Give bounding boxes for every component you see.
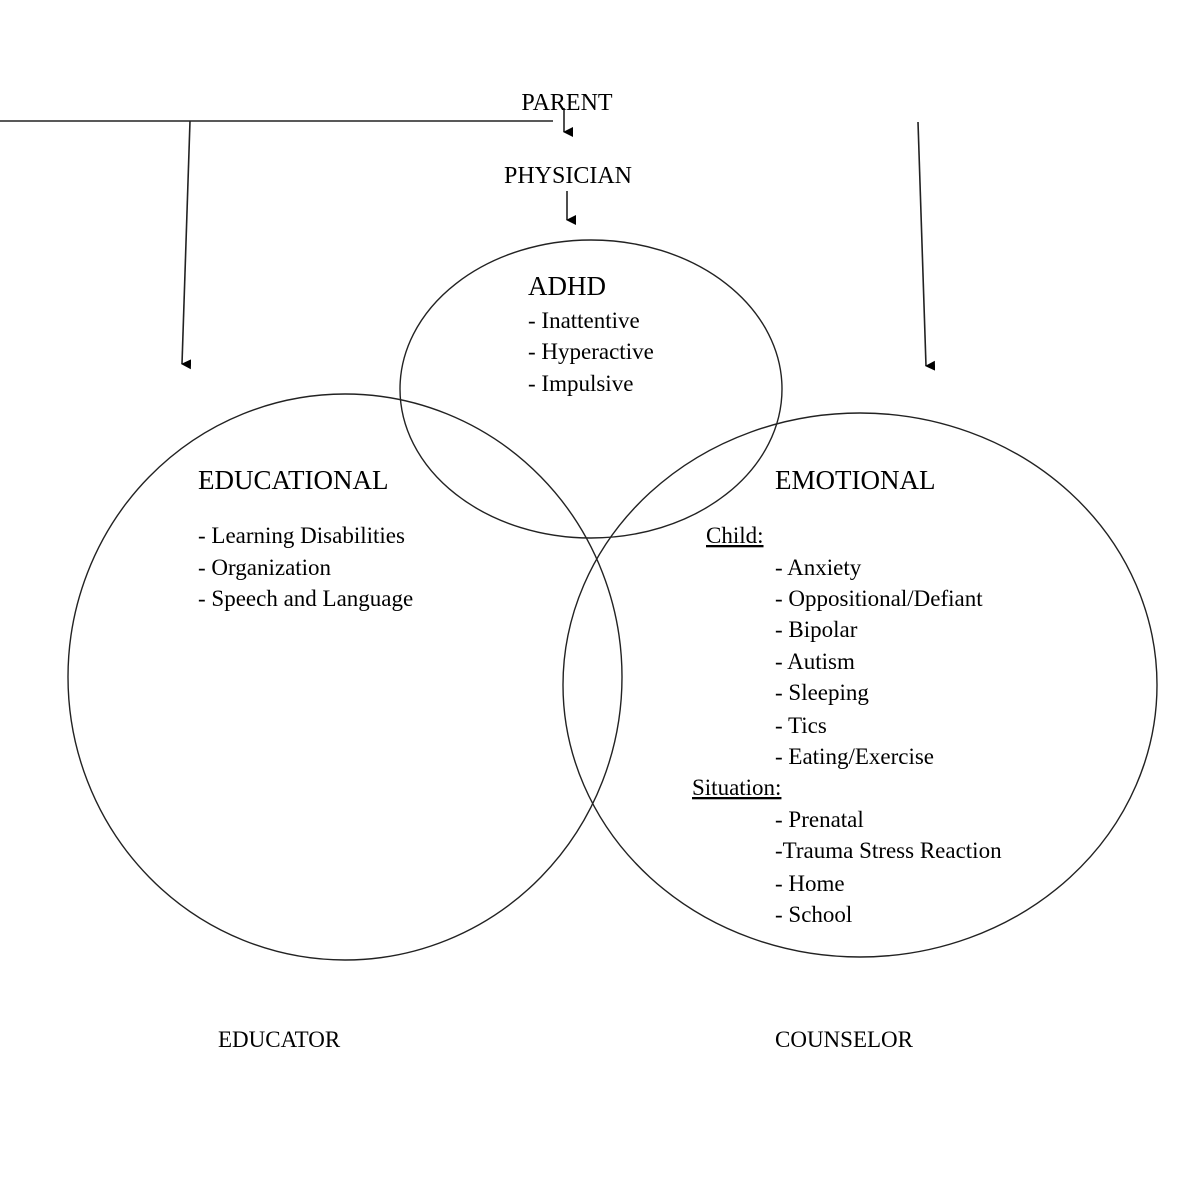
child-item: - Oppositional/Defiant <box>775 586 983 611</box>
educator-label: EDUCATOR <box>218 1027 341 1052</box>
arrow-to-educational <box>181 120 192 370</box>
emotional-circle <box>562 412 1158 958</box>
child-item: - Autism <box>775 649 855 674</box>
child-label: Child: <box>706 523 764 548</box>
situation-item: -Trauma Stress Reaction <box>775 838 1002 863</box>
child-item: - Anxiety <box>775 555 862 580</box>
adhd-item: - Inattentive <box>528 308 640 333</box>
child-item: - Bipolar <box>775 617 858 642</box>
parent-label: PARENT <box>521 90 612 116</box>
emotional-title: EMOTIONAL <box>775 465 935 495</box>
educational-item: - Speech and Language <box>198 586 413 611</box>
adhd-circle <box>399 239 783 539</box>
educational-circle <box>67 393 623 961</box>
child-item: - Eating/Exercise <box>775 744 934 769</box>
educational-item: - Organization <box>198 555 332 580</box>
situation-item: - Prenatal <box>775 807 864 832</box>
educational-title: EDUCATIONAL <box>198 465 388 495</box>
situation-item: - School <box>775 902 852 927</box>
educational-item: - Learning Disabilities <box>198 523 405 548</box>
counselor-label: COUNSELOR <box>775 1027 914 1052</box>
adhd-title: ADHD <box>528 271 606 301</box>
arrow-to-emotional <box>917 121 936 371</box>
situation-item: - Home <box>775 871 845 896</box>
adhd-item: - Hyperactive <box>528 339 654 364</box>
physician-label: PHYSICIAN <box>504 163 632 189</box>
adhd-item: - Impulsive <box>528 371 633 396</box>
child-item: - Sleeping <box>775 680 869 705</box>
child-item: - Tics <box>775 713 827 738</box>
situation-label: Situation: <box>692 775 781 800</box>
